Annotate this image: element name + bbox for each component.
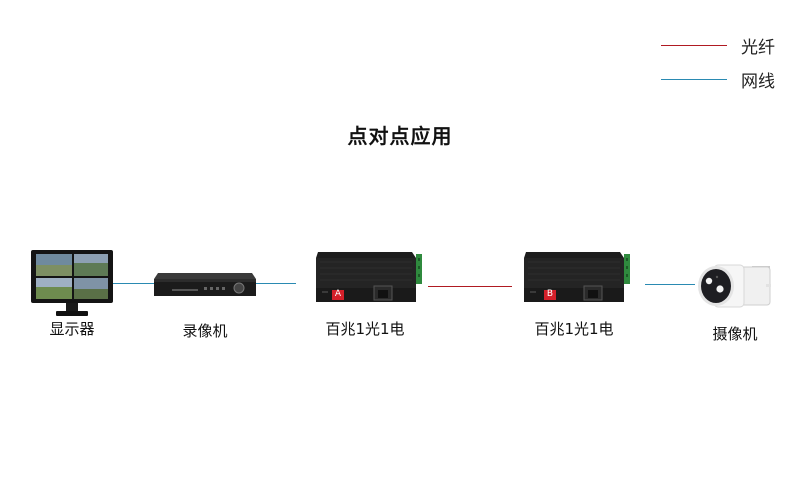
network-link-monitor-recorder — [112, 283, 154, 284]
monitor-icon — [31, 250, 113, 316]
media-converter-a-icon — [316, 252, 422, 302]
camera-icon — [698, 264, 771, 308]
legend: 光纤 网线 — [661, 28, 775, 96]
media-converter-b-icon — [524, 252, 630, 302]
legend-item-network: 网线 — [661, 62, 775, 96]
media-converter-a-label: 百兆1光1电 — [325, 320, 405, 338]
legend-label-fiber: 光纤 — [741, 37, 775, 58]
recorder-icon — [154, 273, 256, 296]
media-converter-a-port-label: A — [334, 289, 342, 299]
diagram-title: 点对点应用 — [347, 124, 453, 148]
legend-label-network: 网线 — [741, 71, 775, 92]
media-converter-b-label: 百兆1光1电 — [534, 320, 614, 338]
network-link-recorder-converter-a — [256, 283, 296, 284]
recorder-label: 录像机 — [182, 322, 228, 340]
camera-label: 摄像机 — [712, 325, 758, 343]
legend-item-fiber: 光纤 — [661, 28, 775, 62]
fiber-line-swatch — [661, 44, 727, 46]
monitor-label: 显示器 — [49, 320, 95, 338]
network-line-swatch — [661, 78, 727, 80]
network-link-converter-b-camera — [645, 284, 695, 285]
fiber-link-a-b — [428, 286, 512, 287]
media-converter-b-port-label: B — [546, 289, 554, 299]
